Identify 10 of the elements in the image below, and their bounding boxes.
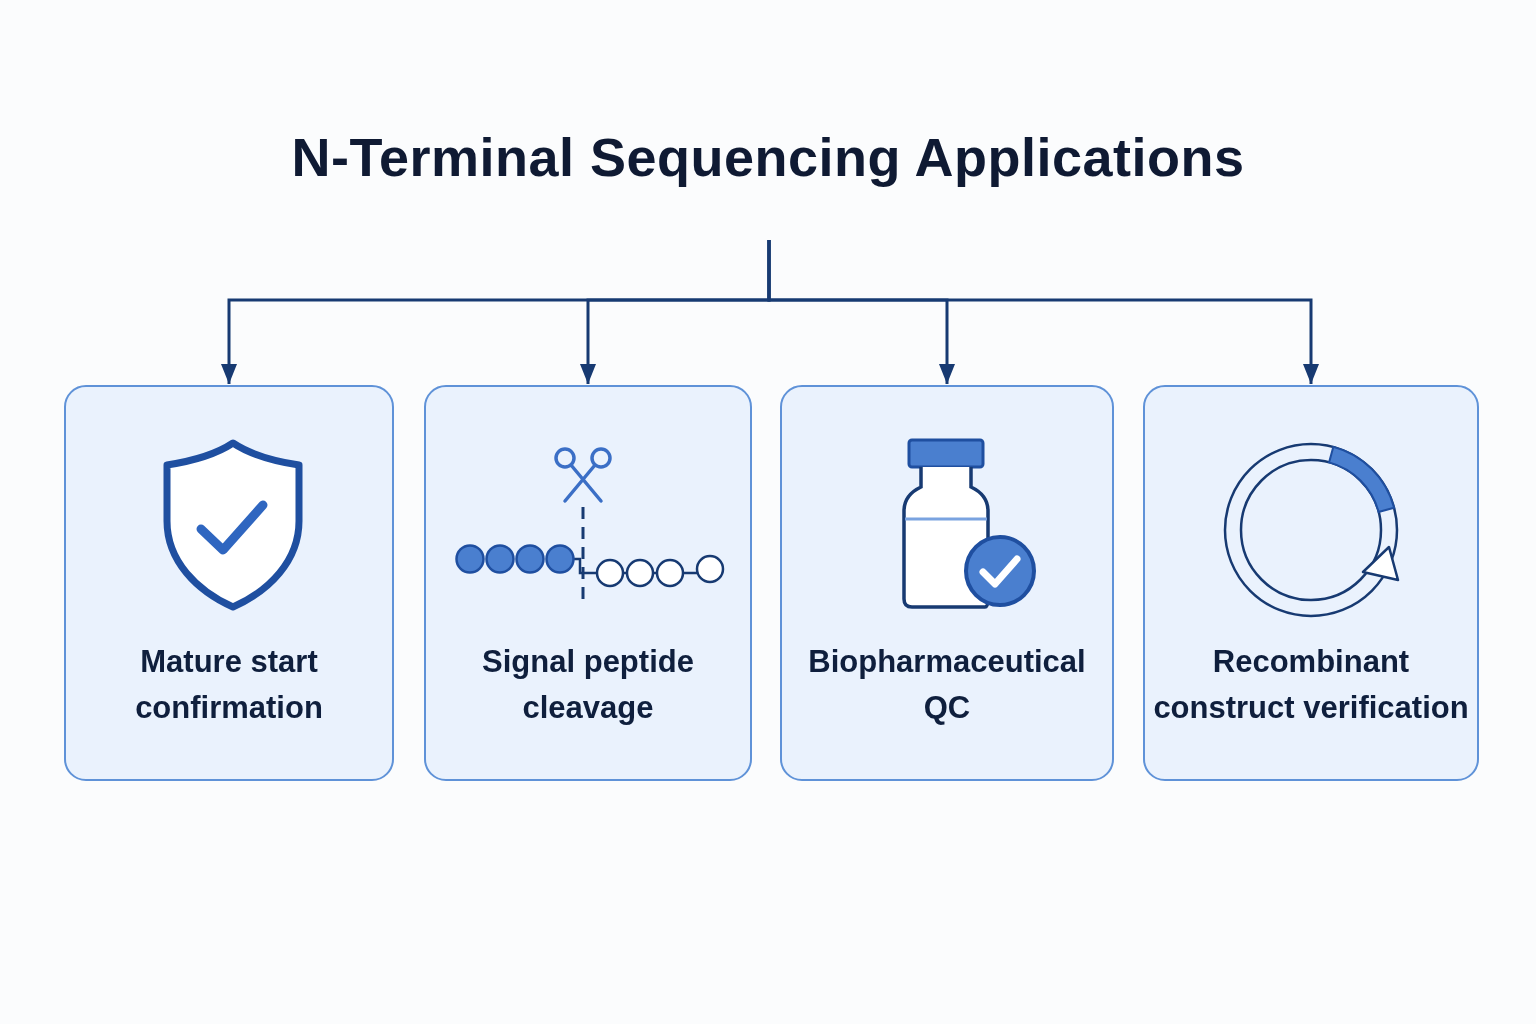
card-label: Recombinant construct verification (1153, 643, 1469, 727)
card-label: Signal peptide cleavage (481, 643, 695, 727)
diagram-title: N-Terminal Sequencing Applications (291, 126, 1245, 188)
application-card (424, 385, 752, 781)
application-card (780, 385, 1114, 781)
card-label: Biopharmaceutical QC (807, 643, 1087, 727)
connector-arrow (767, 240, 1319, 384)
application-card (1143, 385, 1479, 781)
card-label: Mature start confirmation (134, 643, 324, 727)
application-card (64, 385, 394, 781)
